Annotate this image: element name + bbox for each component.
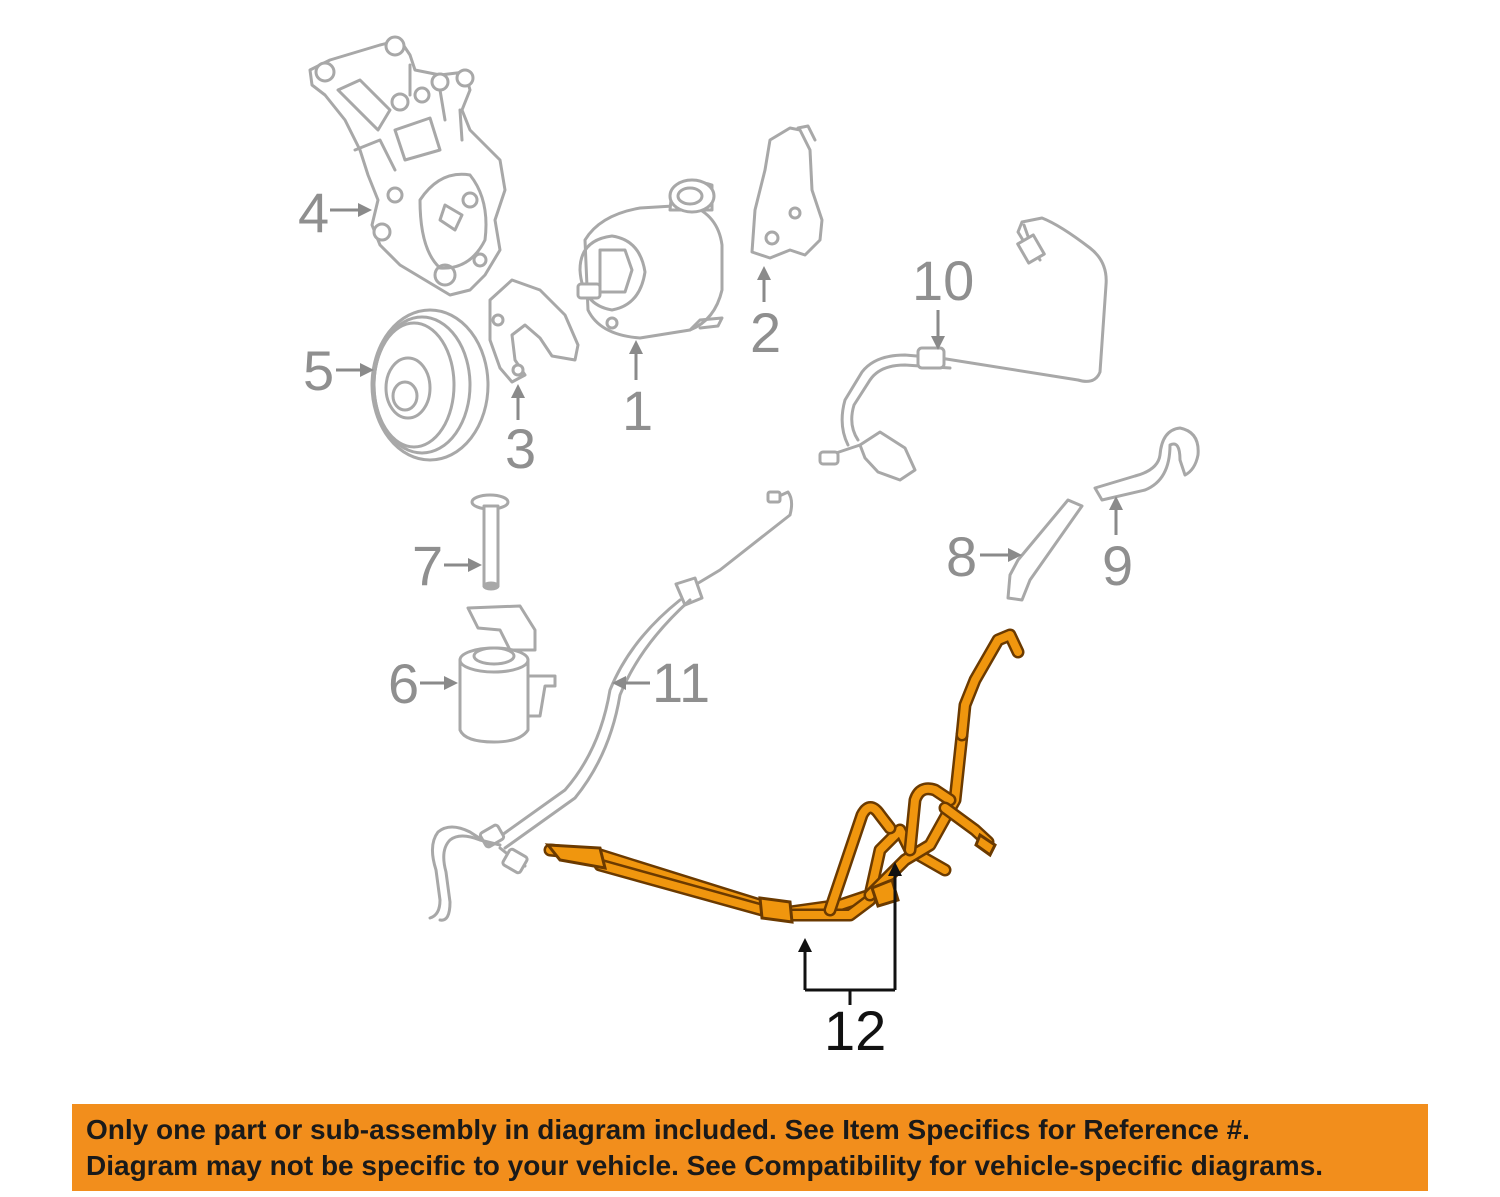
callout-11: 11 <box>612 651 710 714</box>
callout-6: 6 <box>388 652 458 715</box>
callout-3: 3 <box>505 384 536 480</box>
part-4-mounting-bracket <box>308 35 507 297</box>
svg-text:1: 1 <box>622 379 653 442</box>
svg-text:2: 2 <box>750 301 781 364</box>
part-11-return-line <box>428 490 794 922</box>
part-10-pressure-line <box>818 216 1108 482</box>
callout-10: 10 <box>912 249 974 350</box>
svg-text:5: 5 <box>303 339 334 402</box>
callout-12: 12 <box>798 862 902 1062</box>
svg-text:3: 3 <box>505 417 536 480</box>
callout-9: 9 <box>1102 496 1133 597</box>
callout-1: 1 <box>622 340 653 442</box>
disclaimer-banner: Only one part or sub-assembly in diagram… <box>72 1104 1428 1191</box>
callout-7: 7 <box>412 534 482 597</box>
svg-text:12: 12 <box>824 999 886 1062</box>
disclaimer-line-2: Diagram may not be specific to your vehi… <box>86 1150 1324 1181</box>
part-7-dipstick <box>470 493 510 591</box>
callout-2: 2 <box>750 266 781 364</box>
part-2-bracket <box>750 124 824 260</box>
callout-8: 8 <box>946 525 1022 588</box>
svg-text:10: 10 <box>912 249 974 312</box>
part-8-hose <box>1006 498 1084 602</box>
parts-diagram: 4 5 3 1 2 10 9 8 7 6 <box>298 35 1200 1062</box>
svg-text:6: 6 <box>388 652 419 715</box>
svg-text:9: 9 <box>1102 534 1133 597</box>
part-1-pump <box>576 178 724 340</box>
part-12-hose-assembly <box>543 628 1025 924</box>
svg-text:7: 7 <box>412 534 443 597</box>
callout-5: 5 <box>303 339 374 402</box>
part-3-shield <box>488 278 580 384</box>
callout-4: 4 <box>298 181 372 244</box>
svg-text:4: 4 <box>298 181 329 244</box>
part-5-pulley <box>370 308 490 462</box>
disclaimer-line-1: Only one part or sub-assembly in diagram… <box>86 1114 1250 1145</box>
svg-text:11: 11 <box>652 651 710 714</box>
svg-text:8: 8 <box>946 525 977 588</box>
part-9-hose <box>1093 426 1200 502</box>
part-6-reservoir <box>458 604 557 744</box>
